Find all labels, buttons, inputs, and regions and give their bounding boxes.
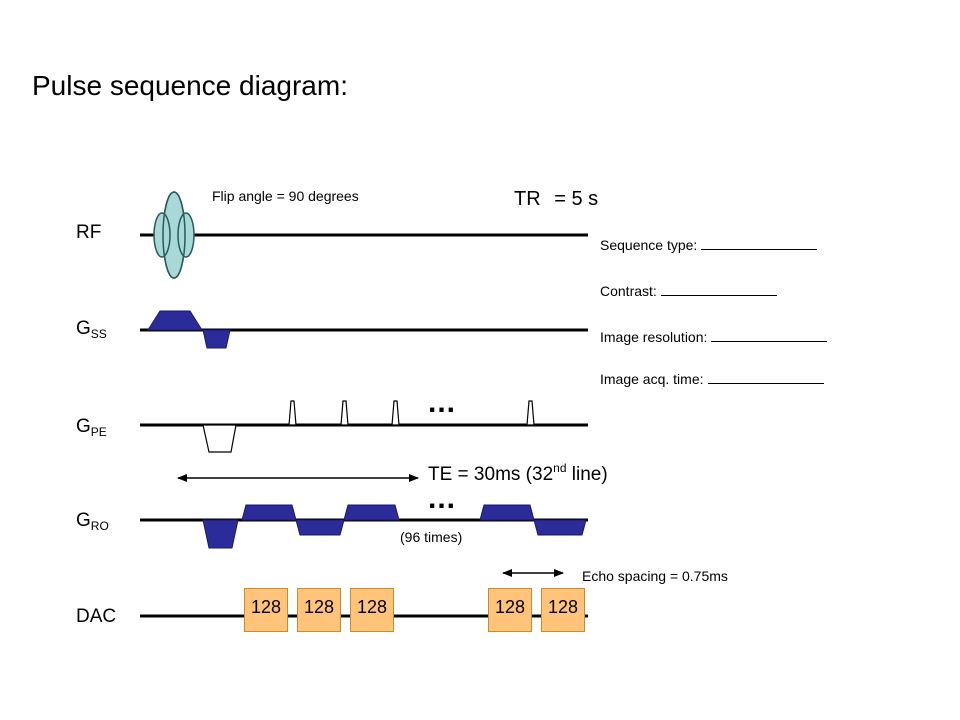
gpe-blip <box>526 400 535 426</box>
gro-readout-lobe <box>295 519 345 536</box>
gro-prephase-lobe <box>202 519 239 549</box>
param-image-acq-time: Image acq. time: <box>600 371 824 387</box>
gss-slice-select-lobe <box>147 310 203 331</box>
te-label-sup: nd <box>553 461 567 475</box>
row-label-dac-text: DAC <box>76 606 117 627</box>
gro-readout-lobe <box>533 519 587 536</box>
row-label-gro-sub: RO <box>90 519 109 533</box>
flip-angle-label: Flip angle = 90 degrees <box>212 188 359 204</box>
row-label-gpe: GPE <box>76 416 107 439</box>
te-label: TE = 30ms (32nd line) <box>428 461 608 486</box>
row-label-gss-sub: SS <box>90 327 107 341</box>
gpe-ellipsis: ... <box>428 386 457 419</box>
gro-readout-lobe <box>343 504 400 521</box>
te-label-main: TE = 30ms (32 <box>428 464 554 485</box>
dac-block-label: 128 <box>356 597 388 617</box>
gro-readout-lobe <box>479 504 535 521</box>
dac-block: 128 <box>244 588 288 632</box>
param-image-resolution-blank[interactable] <box>711 329 828 342</box>
param-image-resolution: Image resolution: <box>600 329 828 345</box>
gpe-prephase-lobe <box>202 424 237 453</box>
row-label-dac: DAC <box>76 606 116 628</box>
gpe-blip <box>288 400 297 426</box>
row-label-rf-text: RF <box>76 222 102 243</box>
param-contrast-blank[interactable] <box>660 283 777 296</box>
tr-label: TR = 5 s <box>514 188 598 211</box>
param-sequence-type-blank[interactable] <box>701 237 818 250</box>
echo-spacing-label: Echo spacing = 0.75ms <box>582 568 728 584</box>
param-contrast: Contrast: <box>600 283 777 299</box>
dac-block-label: 128 <box>303 597 335 617</box>
gro-ellipsis: ... <box>428 482 457 515</box>
gpe-blip <box>340 400 349 426</box>
row-label-gro: GRO <box>76 510 109 533</box>
repeat-label: (96 times) <box>400 529 463 545</box>
te-label-post: line) <box>566 464 608 485</box>
dac-block: 128 <box>297 588 341 632</box>
page-title: Pulse sequence diagram: <box>32 70 348 101</box>
tr-label-name: TR <box>514 188 541 210</box>
rf-pulse <box>153 191 195 279</box>
row-label-gpe-sub: PE <box>90 425 107 439</box>
param-image-acq-time-blank[interactable] <box>707 371 824 384</box>
row-label-gpe-main: G <box>76 416 91 437</box>
row-label-gss-main: G <box>76 318 91 339</box>
row-label-gss: GSS <box>76 318 107 341</box>
param-sequence-type-label: Sequence type: <box>600 237 698 253</box>
gss-rephase-lobe <box>202 329 231 349</box>
dac-block: 128 <box>488 588 532 632</box>
row-label-gro-main: G <box>76 510 91 531</box>
dac-block: 128 <box>541 588 585 632</box>
param-image-acq-time-label: Image acq. time: <box>600 371 704 387</box>
tr-label-value: = 5 s <box>554 188 599 210</box>
param-image-resolution-label: Image resolution: <box>600 329 708 345</box>
gpe-blip <box>391 400 400 426</box>
dac-block-label: 128 <box>250 597 282 617</box>
row-label-rf: RF <box>76 222 101 244</box>
dac-block-label: 128 <box>494 597 526 617</box>
dac-block: 128 <box>350 588 394 632</box>
param-contrast-label: Contrast: <box>600 283 657 299</box>
gro-readout-lobe <box>241 504 297 521</box>
param-sequence-type: Sequence type: <box>600 237 818 253</box>
dac-block-label: 128 <box>547 597 579 617</box>
